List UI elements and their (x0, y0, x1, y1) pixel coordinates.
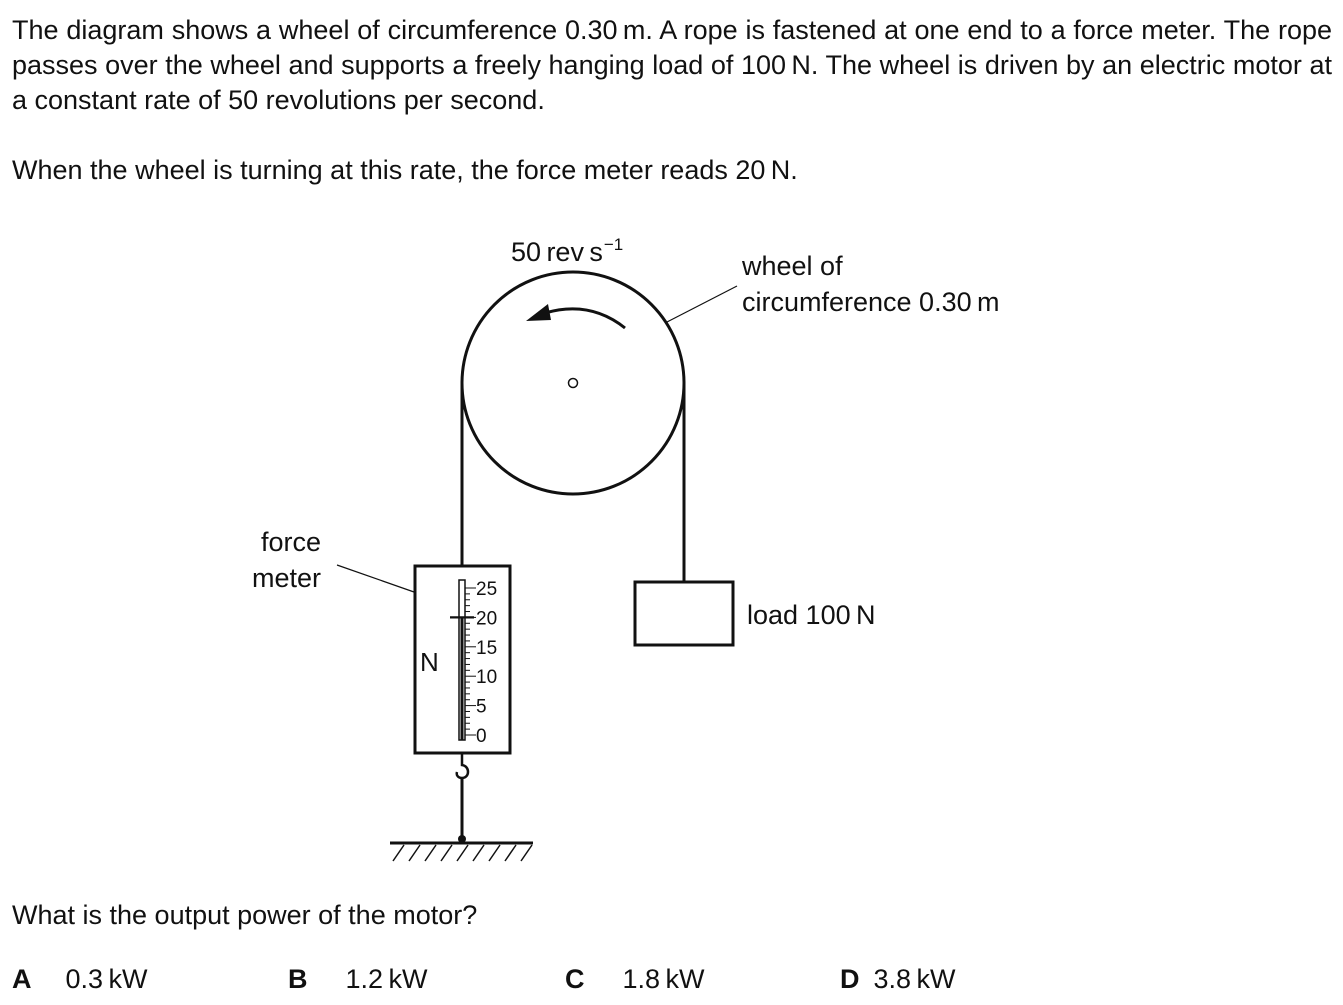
hook-icon (455, 753, 470, 780)
option-c-text: 1.8 kW (622, 964, 705, 994)
meter-label-line-1: force (261, 527, 321, 557)
wheel-leader-line (666, 285, 738, 323)
rotation-arrow (544, 307, 626, 330)
option-d-text: 3.8 kW (873, 964, 956, 994)
option-b-letter: B (288, 964, 308, 994)
meter-label-line-2: meter (252, 563, 321, 593)
option-a-text: 0.3 kW (65, 964, 148, 994)
meter-unit: N (420, 647, 439, 677)
question-stem: The diagram shows a wheel of circumferen… (12, 13, 1332, 188)
ground-hatching (392, 844, 533, 862)
scale-label: 15 (476, 638, 497, 659)
wheel-label-line-2: circumference 0.30 m (742, 287, 1000, 317)
load-block (633, 580, 735, 647)
scale-label: 0 (476, 726, 487, 747)
minor-ticks (465, 587, 476, 736)
arrow-head-icon (526, 304, 551, 321)
axle (567, 377, 579, 389)
major-ticks: 25 20 15 10 5 0 (476, 579, 497, 747)
option-a-letter: A (12, 964, 32, 994)
anchor-point (458, 835, 466, 843)
stem-paragraph-1: The diagram shows a wheel of circumferen… (12, 15, 1332, 115)
rate-label: 50 rev s−1 (511, 235, 623, 267)
option-b[interactable]: B 1.2 kW (288, 964, 427, 995)
stem-paragraph-2: When the wheel is turning at this rate, … (12, 155, 798, 185)
option-a[interactable]: A 0.3 kW (12, 964, 147, 995)
wheel-label-line-1: wheel of (741, 251, 843, 281)
option-b-text: 1.2 kW (345, 964, 428, 994)
scale-label: 20 (476, 608, 497, 629)
question-text: What is the output power of the motor? (12, 900, 478, 930)
scale-label: 5 (476, 697, 487, 718)
option-c-letter: C (565, 964, 585, 994)
meter-scale: 25 20 15 10 5 0 (450, 579, 497, 747)
option-c[interactable]: C 1.8 kW (565, 964, 704, 995)
option-d-letter: D (840, 964, 860, 994)
option-d[interactable]: D 3.8 kW (840, 964, 955, 995)
meter-leader-line (336, 564, 415, 593)
scale-label: 10 (476, 667, 497, 688)
load-label: load 100 N (747, 600, 876, 630)
scale-label: 25 (476, 579, 497, 600)
